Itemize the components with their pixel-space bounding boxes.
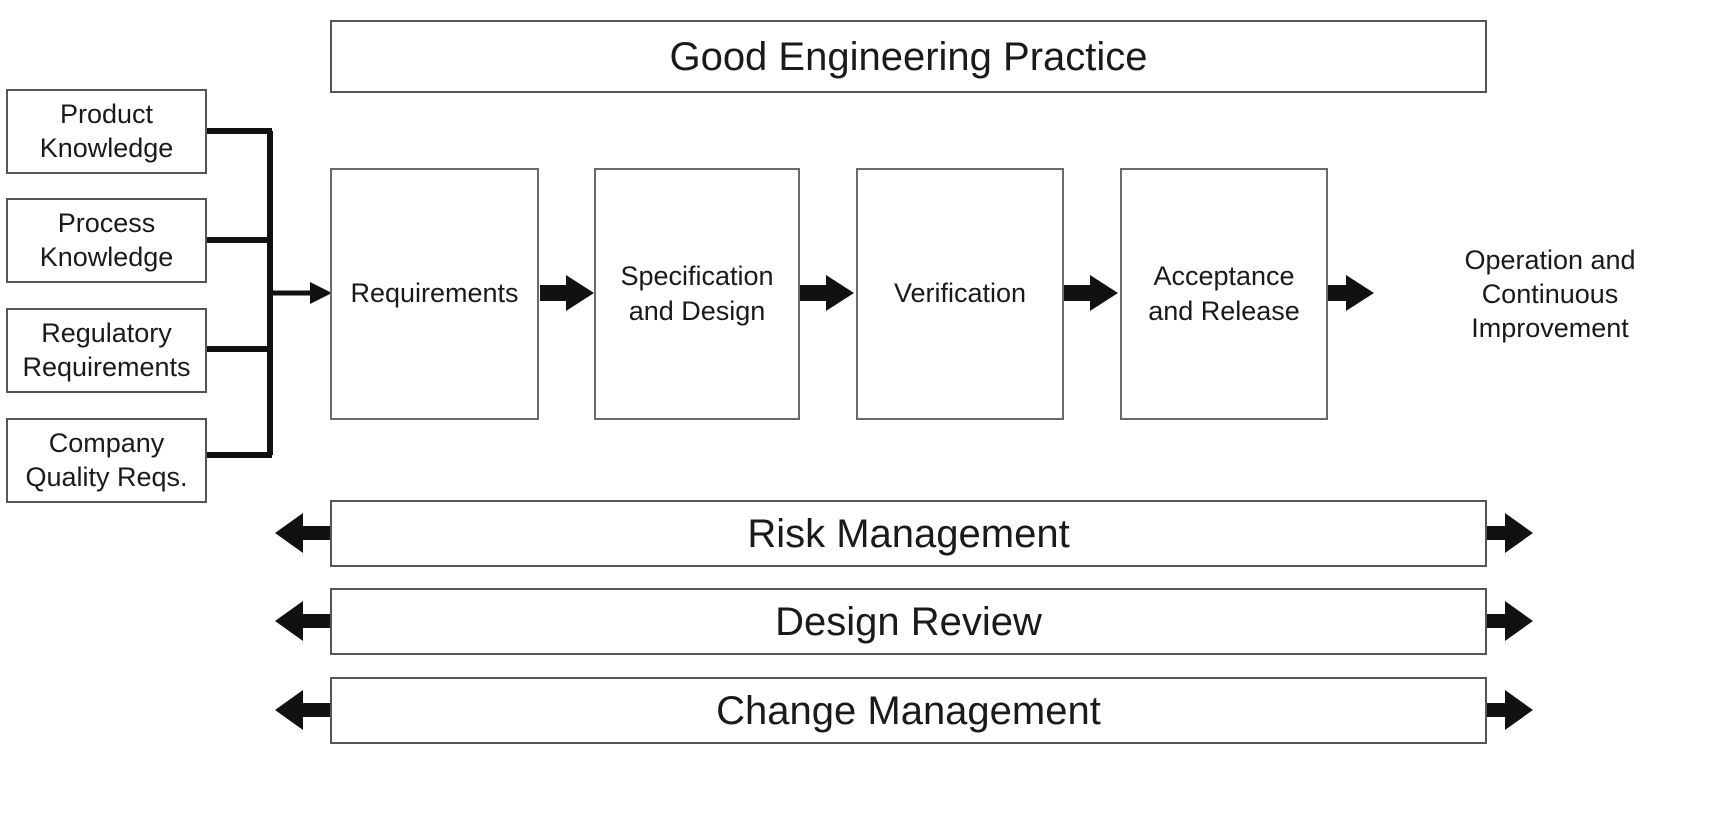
input-label-line2: Requirements	[22, 351, 191, 382]
bar-label: Risk Management	[747, 511, 1070, 556]
stage-label-line1: Acceptance	[1153, 260, 1295, 291]
bar-change-management: Change Management	[330, 677, 1487, 744]
stage-label-line1: Verification	[893, 278, 1027, 309]
stage-label-line2: and Design	[628, 296, 766, 326]
input-box-product-knowledge: Product Knowledge	[6, 89, 207, 174]
stage-label-line1: Requirements	[350, 278, 519, 309]
input-label-line1: Process	[57, 207, 156, 238]
stage-box-specification-and-design: Specification and Design	[594, 168, 800, 420]
input-label-line2: Knowledge	[39, 241, 174, 272]
banner-label: Good Engineering Practice	[669, 34, 1148, 79]
stage-box-verification: Verification	[856, 168, 1064, 420]
input-label-line1: Product	[59, 98, 154, 129]
outcome-label-line1: Operation and	[1464, 245, 1636, 276]
input-box-process-knowledge: Process Knowledge	[6, 198, 207, 283]
bar-risk-management: Risk Management	[330, 500, 1487, 567]
bar-design-review: Design Review	[330, 588, 1487, 655]
input-label-line2: Quality Reqs.	[25, 461, 188, 492]
bar-label: Change Management	[716, 688, 1101, 733]
outcome-label-operation-and-continuous-improvement: Operation and Continuous Improvement	[1380, 245, 1720, 345]
input-label-line1: Company	[48, 427, 165, 458]
stage-label-line1: Specification	[620, 260, 774, 291]
stage-label-line2: and Release	[1148, 296, 1300, 326]
outcome-label-line2: Continuous	[1481, 279, 1619, 310]
input-label-line2: Knowledge	[39, 132, 174, 163]
outcome-label-line3: Improvement	[1471, 312, 1629, 343]
input-box-company-quality-reqs: Company Quality Reqs.	[6, 418, 207, 503]
stage-box-acceptance-and-release: Acceptance and Release	[1120, 168, 1328, 420]
stage-box-requirements: Requirements	[330, 168, 539, 420]
bar-label: Design Review	[775, 599, 1042, 644]
input-box-regulatory-requirements: Regulatory Requirements	[6, 308, 207, 393]
input-label-line1: Regulatory	[41, 317, 172, 348]
good-engineering-practice-banner: Good Engineering Practice	[330, 20, 1487, 93]
